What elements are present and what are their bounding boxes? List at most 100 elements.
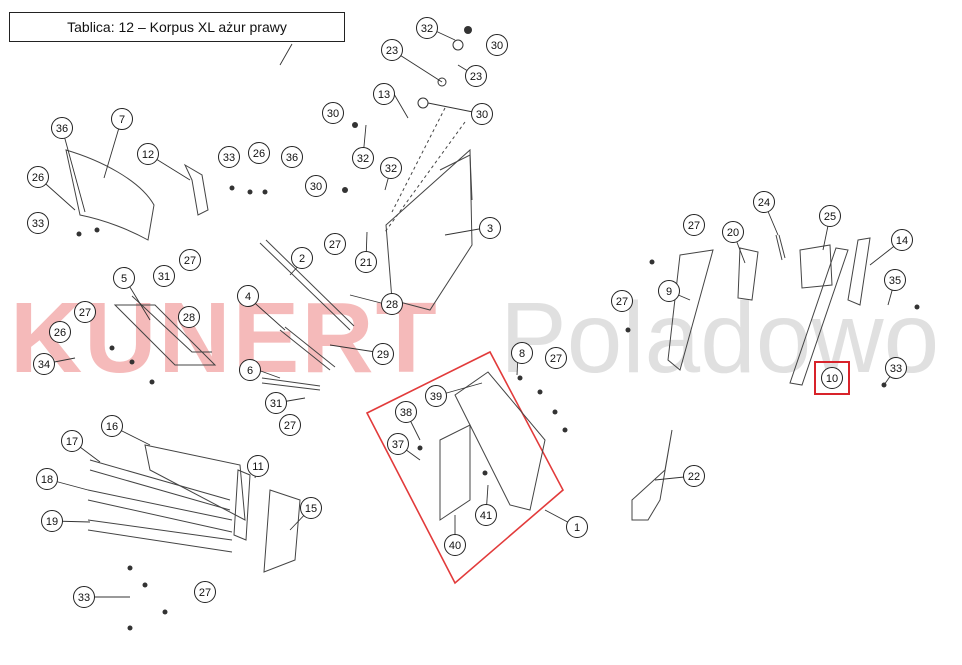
callout-15: 15 xyxy=(300,497,322,519)
callout-number: 2 xyxy=(299,253,305,265)
callout-39: 39 xyxy=(425,385,447,407)
callout-number: 32 xyxy=(385,163,397,175)
callout-circle xyxy=(33,353,55,375)
callout-number: 26 xyxy=(54,327,66,339)
parts-line-art xyxy=(65,107,871,573)
callout-number: 30 xyxy=(327,108,339,120)
callout-number: 15 xyxy=(305,503,317,515)
callout-number: 10 xyxy=(826,373,838,385)
callout-circle xyxy=(281,146,303,168)
callout-6: 6 xyxy=(239,359,261,381)
callout-number: 16 xyxy=(106,421,118,433)
callout-35: 35 xyxy=(884,269,906,291)
callout-27: 27 xyxy=(194,581,216,603)
callout-number: 12 xyxy=(142,149,154,161)
callout-32: 32 xyxy=(416,17,438,39)
callout-21: 21 xyxy=(355,251,377,273)
callout-number: 30 xyxy=(491,40,503,52)
callout-number: 19 xyxy=(46,516,58,528)
callout-circle xyxy=(291,247,313,269)
callout-8: 8 xyxy=(511,342,533,364)
callout-number: 4 xyxy=(245,291,251,303)
callout-22: 22 xyxy=(683,465,705,487)
callout-circle xyxy=(218,146,240,168)
callout-number: 26 xyxy=(32,172,44,184)
callout-29: 29 xyxy=(372,343,394,365)
callout-circle xyxy=(372,343,394,365)
callout-number: 38 xyxy=(400,407,412,419)
callout-40: 40 xyxy=(444,534,466,556)
callout-number: 35 xyxy=(889,275,901,287)
callout-circle xyxy=(74,301,96,323)
callout-13: 13 xyxy=(373,83,395,105)
callout-circle xyxy=(153,265,175,287)
callout-28: 28 xyxy=(178,306,200,328)
callout-number: 32 xyxy=(357,153,369,165)
callout-circle xyxy=(486,34,508,56)
callout-34: 34 xyxy=(33,353,55,375)
callout-number: 31 xyxy=(270,398,282,410)
callout-circle xyxy=(352,147,374,169)
callout-circle xyxy=(425,385,447,407)
callout-circle xyxy=(387,433,409,455)
callout-circle xyxy=(545,347,567,369)
callout-27: 27 xyxy=(611,290,633,312)
callout-number: 40 xyxy=(449,540,461,552)
callout-number: 27 xyxy=(616,296,628,308)
callout-25: 25 xyxy=(819,205,841,227)
callout-2: 2 xyxy=(291,247,313,269)
callout-38: 38 xyxy=(395,401,417,423)
callout-circle xyxy=(475,504,497,526)
callout-number: 31 xyxy=(158,271,170,283)
callout-33: 33 xyxy=(218,146,240,168)
callout-circle xyxy=(36,468,58,490)
callout-14: 14 xyxy=(891,229,913,251)
callout-number: 33 xyxy=(32,218,44,230)
callout-36: 36 xyxy=(281,146,303,168)
callout-27: 27 xyxy=(279,414,301,436)
callout-number: 23 xyxy=(386,45,398,57)
callout-number: 22 xyxy=(688,471,700,483)
callout-circle xyxy=(27,166,49,188)
callout-number: 6 xyxy=(247,365,253,377)
callout-26: 26 xyxy=(27,166,49,188)
callout-circle xyxy=(511,342,533,364)
callout-number: 37 xyxy=(392,439,404,451)
callout-circle xyxy=(73,586,95,608)
callout-number: 30 xyxy=(476,109,488,121)
callout-26: 26 xyxy=(49,321,71,343)
callout-circle xyxy=(683,214,705,236)
callout-circle xyxy=(819,205,841,227)
watermark-brand: KUNERT xyxy=(10,282,439,394)
callout-circle xyxy=(305,175,327,197)
callout-41: 41 xyxy=(475,504,497,526)
callout-circle xyxy=(300,497,322,519)
callout-7: 7 xyxy=(111,108,133,130)
callout-number: 28 xyxy=(183,312,195,324)
callout-circle xyxy=(51,117,73,139)
callout-circle xyxy=(891,229,913,251)
callout-number: 29 xyxy=(377,349,389,361)
callout-circle xyxy=(395,401,417,423)
assembly-1-highlight xyxy=(365,350,565,585)
callout-number: 14 xyxy=(896,235,908,247)
callout-16: 16 xyxy=(101,415,123,437)
callout-circle xyxy=(101,415,123,437)
callout-33: 33 xyxy=(27,212,49,234)
callout-circle xyxy=(137,143,159,165)
callout-33: 33 xyxy=(885,357,907,379)
callout-circle xyxy=(884,269,906,291)
callout-circle xyxy=(683,465,705,487)
callout-circle xyxy=(471,103,493,125)
callout-3: 3 xyxy=(479,217,501,239)
callout-33: 33 xyxy=(73,586,95,608)
callout-number: 7 xyxy=(119,114,125,126)
callout-30: 30 xyxy=(471,103,493,125)
callout-circle xyxy=(194,581,216,603)
callout-36: 36 xyxy=(51,117,73,139)
callout-circle xyxy=(113,267,135,289)
callout-circle xyxy=(49,321,71,343)
table-title-text: Tablica: 12 – Korpus XL ażur prawy xyxy=(67,19,287,35)
callout-circle xyxy=(885,357,907,379)
